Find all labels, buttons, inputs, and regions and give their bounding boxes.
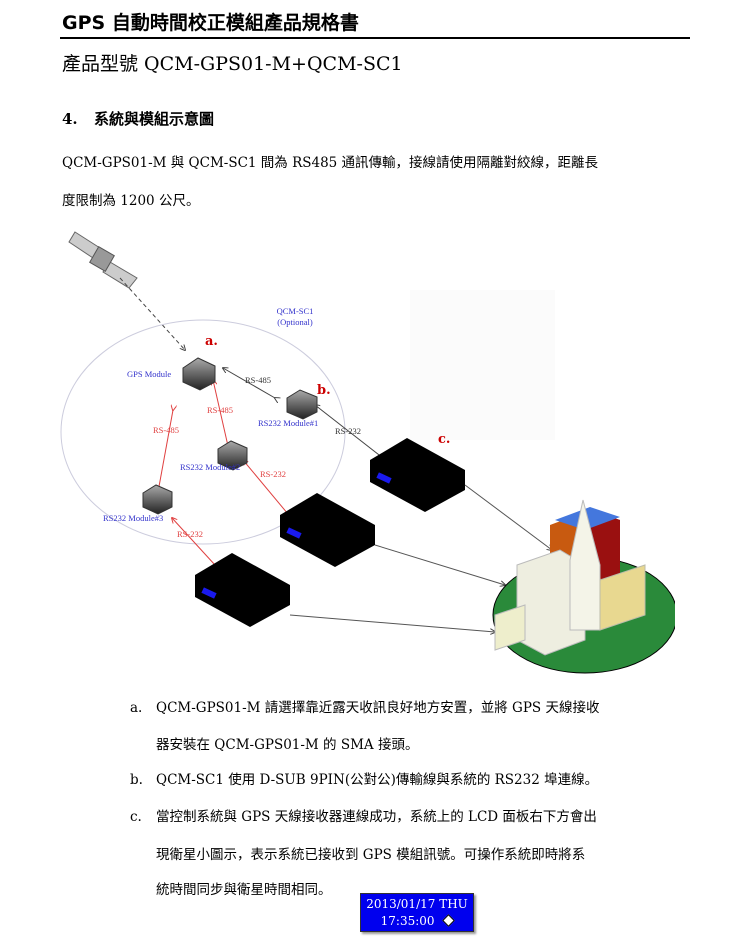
rs232-label-1: RS-232 [335, 426, 361, 436]
intro-line-2: 度限制為 1200 公尺。 [62, 193, 200, 209]
rs485-label-2: RS-485 [207, 405, 233, 415]
rs485-link-3 [158, 410, 173, 492]
lcd-date: 2013/01/17 THU [366, 897, 468, 911]
gps-signal-line [119, 277, 185, 350]
rs485-link-1 [223, 368, 275, 398]
rs232-link-3 [172, 518, 215, 565]
document-title: GPS 自動時間校正模組產品規格書 [62, 12, 359, 34]
rs232-label-3: RS-232 [177, 529, 203, 539]
module1-label: RS232 Module#1 [258, 418, 318, 428]
rs485-label-1: RS-485 [245, 375, 271, 385]
satellite-icon [68, 231, 138, 289]
list-item-c-cont-2: 統時間同步與衛星時間相同。 [156, 882, 332, 898]
section-number: 4. [62, 110, 78, 128]
list-text: QCM-GPS01-M 請選擇靠近露天收訊良好地方安置，並將 GPS 天線接收 [156, 700, 600, 716]
rs232-module1-icon [286, 389, 318, 420]
product-model: 產品型號 QCM-GPS01-M+QCM-SC1 [62, 53, 403, 75]
controller-3-icon [195, 553, 290, 627]
marker-c: c. [438, 432, 450, 447]
lcd-clock-panel: 2013/01/17 THU 17:35:00 [360, 893, 474, 932]
rs232-label-2: RS-232 [260, 469, 286, 479]
marker-a: a. [205, 334, 218, 349]
rs485-label-3: RS-485 [153, 425, 179, 435]
system-diagram: QCM-SC1 (Optional) a. b. c. RS-485 RS-23… [60, 231, 675, 674]
list-item-c-cont-1: 現衛星小圖示，表示系統已接收到 GPS 模組訊號。可操作系統即時將系 [156, 847, 586, 863]
list-item-a-cont: 器安裝在 QCM-GPS01-M 的 SMA 接頭。 [156, 737, 419, 753]
intro-line-1: QCM-GPS01-M 與 QCM-SC1 間為 RS485 通訊傳輸，接線請使… [62, 155, 599, 171]
faint-panel [410, 290, 555, 440]
list-marker: a. [130, 700, 143, 716]
list-text: 當控制系統與 GPS 天線接收器連線成功，系統上的 LCD 面板右下方會出 [156, 809, 597, 825]
sc1-optional: (Optional) [277, 317, 313, 327]
list-item-a: a. QCM-GPS01-M 請選擇靠近露天收訊良好地方安置，並將 GPS 天線接… [130, 696, 599, 716]
list-text: QCM-SC1 使用 D-SUB 9PIN(公對公)傳輸線與系統的 RS232 … [156, 772, 599, 788]
rs232-module2-icon [217, 440, 248, 471]
rs485-link-2 [213, 380, 228, 446]
marker-b: b. [317, 383, 331, 398]
sc1-label: QCM-SC1 [277, 306, 314, 316]
satellite-icon [442, 914, 456, 927]
link-c-building [464, 484, 552, 550]
controller-2-icon [280, 493, 375, 567]
link-2-building [374, 544, 505, 585]
lcd-time: 17:35:00 [380, 914, 435, 928]
building-icon [492, 499, 675, 674]
module3-label: RS232 Module#3 [103, 513, 163, 523]
rs232-module3-icon [142, 484, 173, 515]
link-3-building [289, 614, 495, 632]
list-item-c: c. 當控制系統與 GPS 天線接收器連線成功，系統上的 LCD 面板右下方會出 [130, 805, 597, 825]
title-rule [60, 37, 690, 39]
list-marker: c. [130, 809, 142, 825]
controller-c-icon [370, 438, 465, 512]
list-item-b: b. QCM-SC1 使用 D-SUB 9PIN(公對公)傳輸線與系統的 RS23… [130, 768, 598, 788]
section-heading: 4. 系統與模組示意圖 [62, 108, 214, 129]
gps-module-icon [182, 357, 216, 391]
section-title: 系統與模組示意圖 [94, 110, 215, 128]
list-marker: b. [130, 772, 143, 788]
module2-label: RS232 Module#2 [180, 462, 240, 472]
gps-module-label: GPS Module [127, 369, 171, 379]
